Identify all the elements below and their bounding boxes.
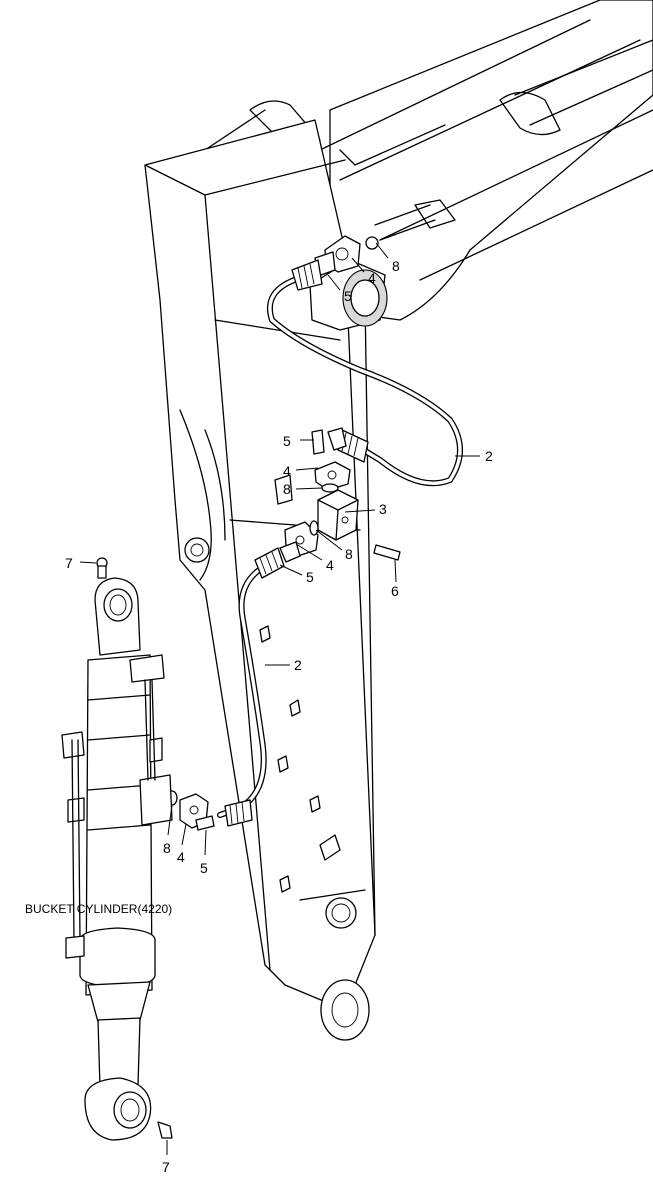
hose-lower <box>217 541 301 827</box>
callout-4-bottom: 4 <box>177 849 185 865</box>
callout-8-bottom: 8 <box>163 840 171 856</box>
callout-5-bottom: 5 <box>200 860 208 876</box>
callout-7-top: 7 <box>65 555 73 571</box>
callout-7-bottom: 7 <box>162 1159 170 1175</box>
hose-upper <box>266 259 463 487</box>
callout-4-mid-b: 4 <box>326 557 334 573</box>
callout-4-mid-a: 4 <box>283 463 291 479</box>
upper-boss <box>309 259 388 331</box>
callout-4-top: 4 <box>368 270 376 286</box>
boom <box>189 0 653 321</box>
callout-2-upper: 2 <box>485 448 493 464</box>
callout-6: 6 <box>391 583 399 599</box>
leader-lines <box>79 242 480 1155</box>
callout-5-top: 5 <box>344 288 352 304</box>
callout-3: 3 <box>379 501 387 517</box>
callout-2-lower: 2 <box>294 657 302 673</box>
upper-flange <box>314 235 379 277</box>
callout-8-mid-a: 8 <box>283 481 291 497</box>
callout-5-mid-b: 5 <box>306 569 314 585</box>
callout-5-mid-a: 5 <box>283 433 291 449</box>
bucket-cylinder-caption: BUCKET CYLINDER(4220) <box>25 902 172 916</box>
callout-8-mid-b: 8 <box>345 546 353 562</box>
callout-8-top: 8 <box>392 258 400 274</box>
bucket-cylinder <box>61 557 173 1141</box>
lower-flange <box>166 790 215 831</box>
